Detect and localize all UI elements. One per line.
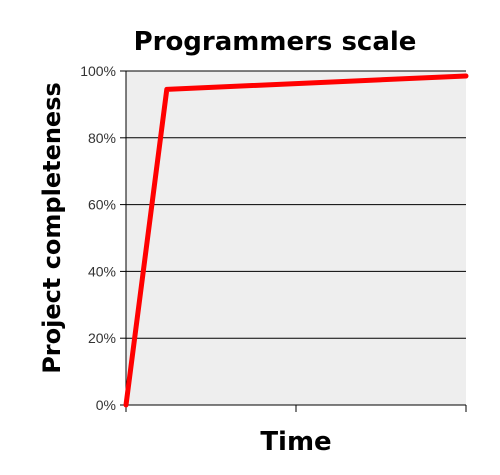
y-tick-label-3: 60% [88, 197, 116, 213]
y-tick-label-4: 80% [88, 130, 116, 146]
series-line-0 [123, 73, 469, 408]
y-axis-label: Project completeness [38, 82, 66, 374]
plot-area: 0% 20% 40% 60% 80% 100% [80, 63, 469, 413]
y-tick-label-2: 40% [88, 263, 116, 279]
y-tick-label-0: 0% [96, 397, 116, 413]
x-axis-label: Time [260, 427, 331, 457]
chart-title: Programmers scale [134, 27, 417, 57]
y-tick-label-1: 20% [88, 330, 116, 346]
y-tick-label-5: 100% [80, 63, 116, 79]
plot-background [126, 71, 466, 405]
